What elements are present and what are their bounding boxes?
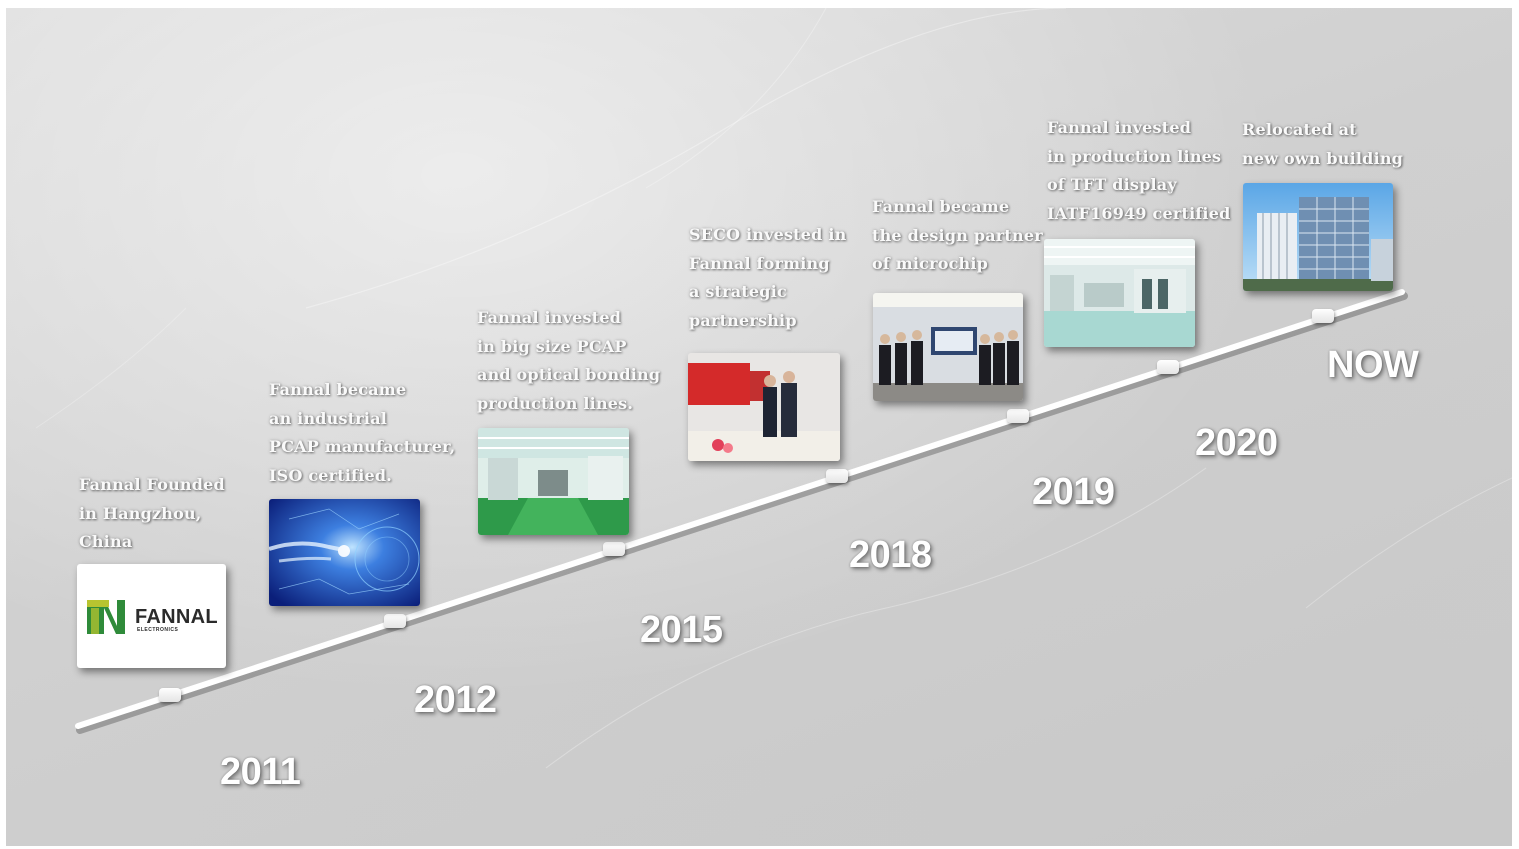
- timeline-line: [75, 289, 1408, 734]
- text-line: production lines.: [477, 393, 634, 413]
- year-2019: 2019: [1032, 471, 1115, 513]
- text-line: Fannal invested: [477, 308, 622, 327]
- timeline-canvas: Fannal Founded in Hangzhou, China FANNAL…: [6, 8, 1512, 846]
- year-2015: 2015: [640, 609, 723, 651]
- milestone-2011-text: Fannal Founded in Hangzhou, China: [79, 471, 225, 557]
- timeline-node-2019: [1007, 409, 1029, 423]
- marble-cracks: [35, 8, 1512, 769]
- text-line: of TFT display: [1047, 175, 1177, 194]
- year-2018: 2018: [849, 534, 932, 576]
- text-line: new own building: [1242, 148, 1404, 168]
- timeline-node-2012: [384, 614, 406, 628]
- cleanroom-production-image: [478, 428, 629, 535]
- text-line: the design partner: [872, 225, 1043, 245]
- timeline-node-2020: [1157, 360, 1179, 374]
- text-line: and optical bonding: [477, 365, 661, 384]
- year-2020: 2020: [1195, 422, 1278, 464]
- timeline-node-2015: [603, 542, 625, 556]
- year-2012: 2012: [414, 679, 497, 721]
- timeline-node-2018: [826, 469, 848, 483]
- milestone-2020-text: Fannal invested in production lines of T…: [1047, 114, 1230, 228]
- timeline-node-now: [1312, 309, 1334, 323]
- logo-subtitle: ELECTRONICS: [137, 627, 179, 633]
- text-line: ISO certified.: [269, 465, 393, 485]
- text-line: Relocated at: [1242, 120, 1357, 139]
- text-line: Fannal forming: [689, 253, 830, 273]
- text-line: Fannal invested: [1047, 118, 1192, 137]
- tech-hand-globe-image: [269, 499, 420, 606]
- fannal-logo-card: FANNAL ELECTRONICS: [77, 564, 226, 668]
- text-line: Fannal became: [872, 197, 1010, 216]
- text-line: in Hangzhou,: [79, 503, 202, 523]
- factory-floor-image: [1044, 239, 1195, 347]
- text-line: an industrial: [269, 408, 388, 428]
- milestone-now-text: Relocated at new own building: [1242, 116, 1403, 173]
- year-now: NOW: [1327, 344, 1419, 386]
- text-line: PCAP manufacturer,: [269, 437, 456, 456]
- text-line: SECO invested in: [689, 225, 847, 244]
- timeline-node-2011: [159, 688, 181, 702]
- text-line: Fannal became: [269, 380, 407, 399]
- text-line: IATF16949 certified: [1047, 203, 1231, 223]
- text-line: China: [79, 532, 133, 551]
- signing-ceremony-image: [688, 353, 840, 461]
- text-line: Fannal Founded: [79, 475, 225, 494]
- year-2011: 2011: [220, 751, 301, 793]
- text-line: partnership: [689, 310, 797, 330]
- office-building-image: [1243, 183, 1393, 291]
- text-line: in production lines: [1047, 146, 1222, 166]
- text-line: in big size PCAP: [477, 336, 627, 356]
- text-line: a strategic: [689, 282, 787, 301]
- text-line: of microchip: [872, 254, 989, 273]
- milestone-2012-text: Fannal became an industrial PCAP manufac…: [269, 376, 455, 490]
- logo-wordmark: FANNAL: [135, 606, 218, 628]
- team-photo-image: [873, 293, 1023, 401]
- milestone-2015-text: Fannal invested in big size PCAP and opt…: [477, 304, 660, 418]
- milestone-2019-text: Fannal became the design partner of micr…: [872, 193, 1043, 279]
- milestone-2018-text: SECO invested in Fannal forming a strate…: [689, 221, 846, 335]
- fannal-logo-icon: [87, 600, 125, 634]
